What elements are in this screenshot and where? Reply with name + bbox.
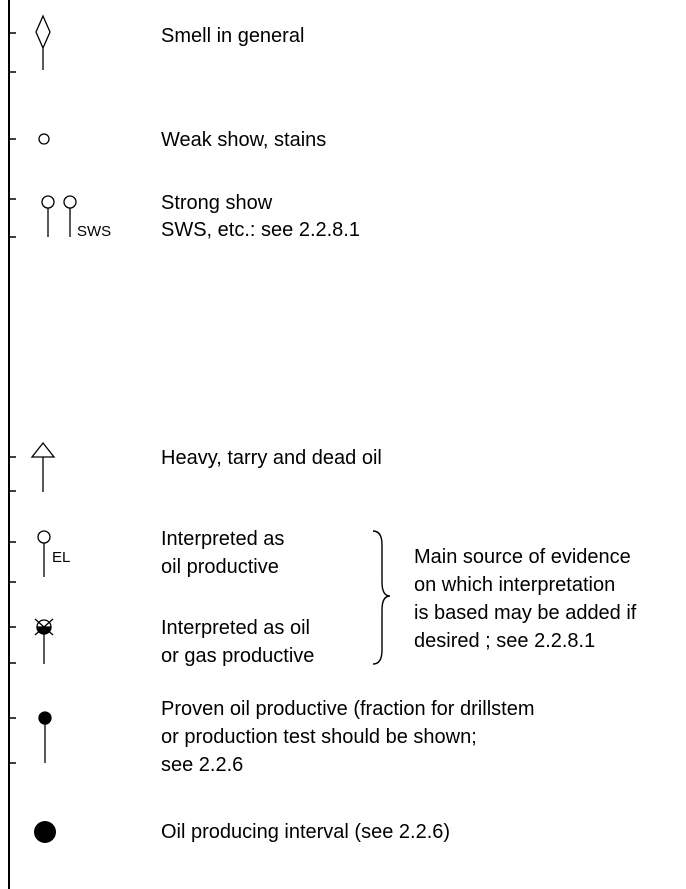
depth-ticks xyxy=(9,32,16,764)
proven-label-1: Proven oil productive (fraction for dril… xyxy=(161,698,535,720)
weak-show-circle-icon xyxy=(38,133,50,145)
strong-show-label: Strong show xyxy=(161,192,273,214)
note-line-3: is based may be added if xyxy=(414,602,637,624)
interp-oil-gas-label-1: Interpreted as oil xyxy=(161,617,310,639)
producing-label: Oil producing interval (see 2.2.6) xyxy=(161,821,451,843)
strong-show-icon xyxy=(41,195,77,237)
proven-label-3: see 2.2.6 xyxy=(161,754,244,776)
note-line-2: on which interpretation xyxy=(414,574,616,596)
proven-oil-icon xyxy=(38,711,52,763)
interpreted-oil-icon xyxy=(37,530,51,577)
note-line-1: Main source of evidence xyxy=(414,546,631,568)
strong-show-ref-label: SWS, etc.: see 2.2.8.1 xyxy=(161,219,360,241)
weak-show-label: Weak show, stains xyxy=(161,129,327,151)
heavy-oil-label: Heavy, tarry and dead oil xyxy=(161,447,382,469)
sws-subscript: SWS xyxy=(77,223,112,240)
smell-diamond-icon xyxy=(35,14,51,70)
interp-oil-label-2: oil productive xyxy=(161,556,279,578)
interp-oil-label-1: Interpreted as xyxy=(161,528,285,550)
heavy-oil-arrow-icon xyxy=(30,441,56,492)
interpreted-oil-gas-icon xyxy=(34,618,54,664)
interp-oil-gas-label-2: or gas productive xyxy=(161,645,315,667)
el-subscript: EL xyxy=(52,549,71,566)
producing-interval-dot-icon xyxy=(34,821,56,843)
smell-general-label: Smell in general xyxy=(161,25,305,47)
proven-label-2: or production test should be shown; xyxy=(161,726,477,748)
evidence-brace xyxy=(372,530,391,665)
note-line-4: desired ; see 2.2.8.1 xyxy=(414,630,596,652)
